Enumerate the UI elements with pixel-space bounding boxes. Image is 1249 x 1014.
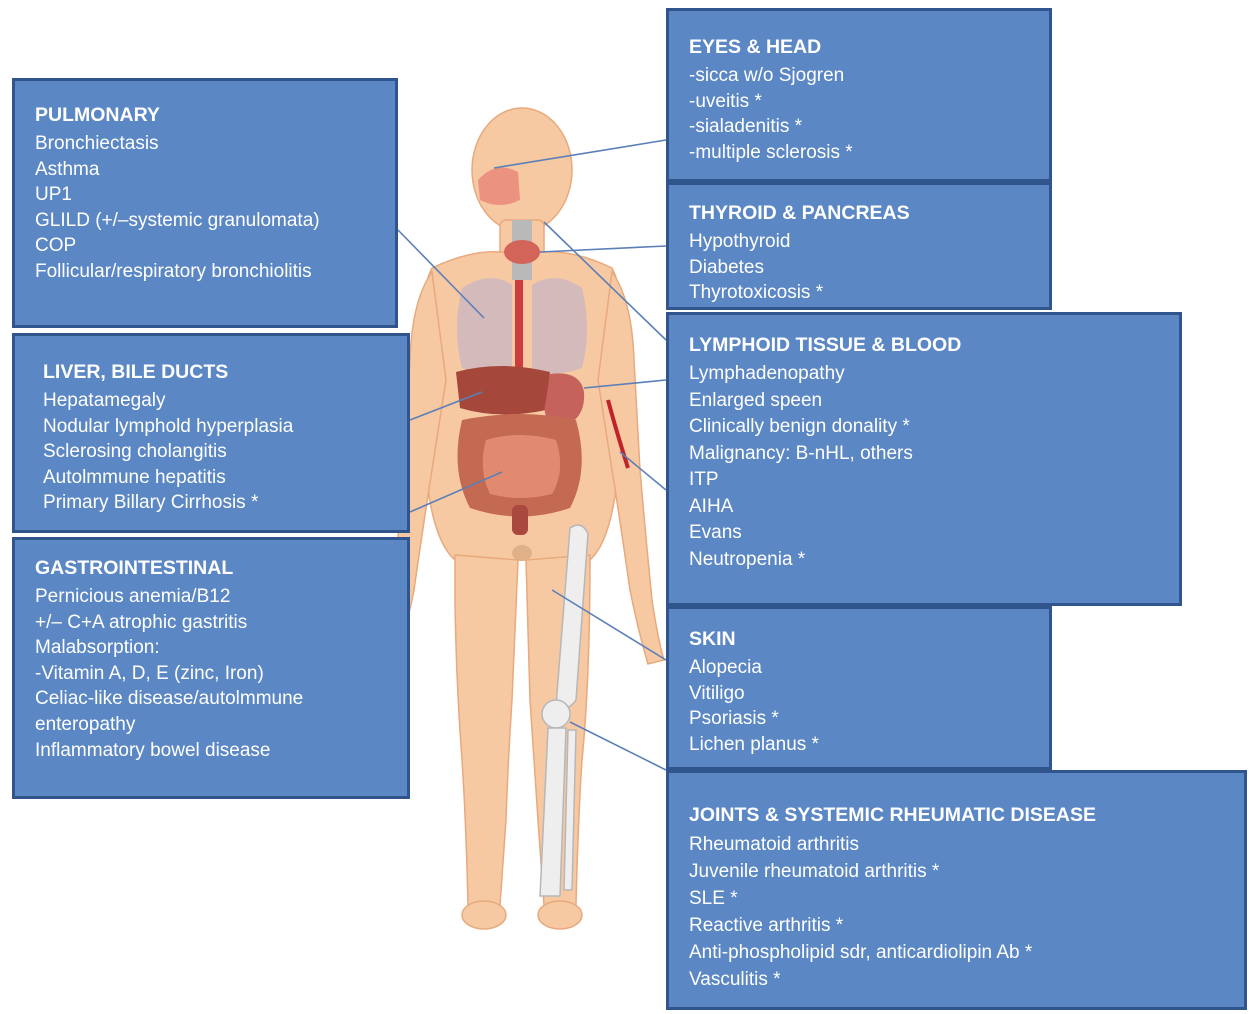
list-item: Asthma	[35, 157, 379, 183]
pulmonary-list: Bronchiectasis Asthma UP1 GLILD (+/–syst…	[35, 131, 379, 285]
list-item: Celiac-like disease/autolmmune	[35, 686, 391, 712]
joints-title: JOINTS & SYSTEMIC RHEUMATIC DISEASE	[689, 803, 1228, 827]
lymph-list: Lymphadenopathy Enlarged speen Clinicall…	[689, 361, 1163, 573]
pulmonary-box: PULMONARY Bronchiectasis Asthma UP1 GLIL…	[12, 78, 398, 328]
thyroid-title: THYROID & PANCREAS	[689, 201, 1033, 225]
list-item: UP1	[35, 182, 379, 208]
list-item: Reactive arthritis *	[689, 912, 1228, 939]
list-item: Autolmmune hepatitis	[43, 465, 391, 491]
list-item: Bronchiectasis	[35, 131, 379, 157]
list-item: Neutropenia *	[689, 547, 1163, 574]
list-item: Anti-phospholipid sdr, anticardiolipin A…	[689, 939, 1228, 966]
liver-title: LIVER, BILE DUCTS	[43, 360, 391, 384]
thyroid-list: Hypothyroid Diabetes Thyrotoxicosis *	[689, 229, 1033, 306]
gi-list: Pernicious anemia/B12 +/– C+A atrophic g…	[35, 584, 391, 763]
list-item: Juvenile rheumatoid arthritis *	[689, 858, 1228, 885]
list-item: -uveitis *	[689, 89, 1033, 115]
list-item: Inflammatory bowel disease	[35, 738, 391, 764]
liver-bile-ducts-box: LIVER, BILE DUCTS Hepatamegaly Nodular l…	[12, 333, 410, 533]
list-item: Nodular lymphold hyperplasia	[43, 414, 391, 440]
joints-rheumatic-box: JOINTS & SYSTEMIC RHEUMATIC DISEASE Rheu…	[666, 770, 1247, 1010]
joints-list: Rheumatoid arthritis Juvenile rheumatoid…	[689, 831, 1228, 993]
list-item: -sicca w/o Sjogren	[689, 63, 1033, 89]
list-item: +/– C+A atrophic gastritis	[35, 610, 391, 636]
lymphoid-tissue-blood-box: LYMPHOID TISSUE & BLOOD Lymphadenopathy …	[666, 312, 1182, 606]
list-item: Rheumatoid arthritis	[689, 831, 1228, 858]
gastrointestinal-box: GASTROINTESTINAL Pernicious anemia/B12 +…	[12, 537, 410, 799]
list-item: Vitiligo	[689, 681, 1033, 707]
list-item: Follicular/respiratory bronchiolitis	[35, 259, 379, 285]
list-item: Lichen planus *	[689, 732, 1033, 758]
eyes-list: -sicca w/o Sjogren -uveitis * -sialadeni…	[689, 63, 1033, 165]
list-item: GLILD (+/–systemic granulomata)	[35, 208, 379, 234]
gi-title: GASTROINTESTINAL	[35, 556, 391, 580]
list-item: -Vitamin A, D, E (zinc, Iron)	[35, 661, 391, 687]
list-item: Malabsorption:	[35, 635, 391, 661]
liver-list: Hepatamegaly Nodular lymphold hyperplasi…	[43, 388, 391, 516]
pulmonary-title: PULMONARY	[35, 103, 379, 127]
list-item: Primary Billary Cirrhosis *	[43, 490, 391, 516]
list-item: enteropathy	[35, 712, 391, 738]
list-item: COP	[35, 233, 379, 259]
thyroid-pancreas-box: THYROID & PANCREAS Hypothyroid Diabetes …	[666, 182, 1052, 310]
list-item: -sialadenitis *	[689, 114, 1033, 140]
list-item: Thyrotoxicosis *	[689, 280, 1033, 306]
list-item: Pernicious anemia/B12	[35, 584, 391, 610]
list-item: Enlarged speen	[689, 388, 1163, 415]
list-item: Diabetes	[689, 255, 1033, 281]
eyes-title: EYES & HEAD	[689, 35, 1033, 59]
eyes-head-box: EYES & HEAD -sicca w/o Sjogren -uveitis …	[666, 8, 1052, 182]
list-item: SLE *	[689, 885, 1228, 912]
skin-list: Alopecia Vitiligo Psoriasis * Lichen pla…	[689, 655, 1033, 757]
list-item: Alopecia	[689, 655, 1033, 681]
list-item: Psoriasis *	[689, 706, 1033, 732]
list-item: -multiple sclerosis *	[689, 140, 1033, 166]
list-item: Evans	[689, 520, 1163, 547]
list-item: Hypothyroid	[689, 229, 1033, 255]
list-item: Sclerosing cholangitis	[43, 439, 391, 465]
lymph-title: LYMPHOID TISSUE & BLOOD	[689, 333, 1163, 357]
skin-title: SKIN	[689, 627, 1033, 651]
list-item: Vasculitis *	[689, 966, 1228, 993]
list-item: ITP	[689, 467, 1163, 494]
list-item: Clinically benign donality *	[689, 414, 1163, 441]
list-item: Malignancy: B-nHL, others	[689, 441, 1163, 468]
list-item: Lymphadenopathy	[689, 361, 1163, 388]
list-item: AIHA	[689, 494, 1163, 521]
list-item: Hepatamegaly	[43, 388, 391, 414]
skin-box: SKIN Alopecia Vitiligo Psoriasis * Liche…	[666, 606, 1052, 770]
